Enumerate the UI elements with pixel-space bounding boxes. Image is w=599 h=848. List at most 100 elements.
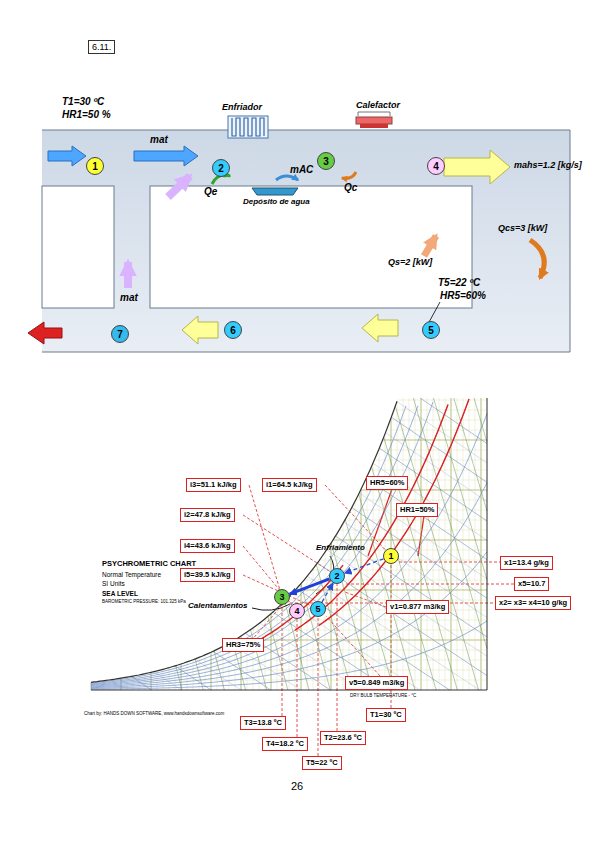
enthalpy-line: [420, 398, 487, 444]
flow-symbol: mat: [120, 292, 138, 303]
value-text: HR5=60%: [370, 478, 404, 487]
state-circle: 6: [224, 321, 242, 339]
water-tray: [252, 188, 298, 195]
leader-line: [326, 616, 380, 676]
volume-line: [359, 494, 415, 690]
chart-grid: [91, 398, 487, 690]
state-circle: 4: [427, 157, 445, 175]
value-box: HR3=75%: [222, 638, 264, 652]
axis-title: DRY BULB TEMPERATURE - °C: [350, 694, 416, 699]
value-text: i3=51.1 kJ/kg: [190, 480, 237, 489]
state-note: T5=22 ºC: [438, 277, 480, 288]
flow-symbol: mat: [150, 134, 168, 145]
rh-curve: [91, 621, 487, 689]
state-number: 6: [230, 325, 236, 336]
rh-curve: [91, 406, 406, 683]
state-circle: 5: [310, 601, 326, 617]
heat-value: Qcs=3 [kW]: [498, 224, 547, 234]
value-box: x2= x3= x4=10 g/kg: [495, 596, 571, 610]
heater-frame: [358, 112, 390, 116]
enthalpy-line: [297, 589, 450, 690]
process-line: [290, 579, 330, 594]
enthalpy-line: [397, 402, 487, 464]
cooler-coil: [232, 118, 264, 136]
value-box: T5=22 ºC: [302, 756, 342, 770]
enthalpy-line: [386, 433, 488, 502]
humidity-line: [161, 670, 488, 671]
dry-bulb-line: [481, 398, 482, 690]
state-circle: 7: [111, 325, 129, 343]
callout-curve: [252, 604, 290, 610]
dry-bulb-line: [403, 398, 404, 690]
humidity-line: [333, 540, 487, 541]
duct-wall: [42, 130, 570, 352]
rh-curve: [91, 399, 469, 686]
state-number: 4: [294, 606, 299, 616]
enthalpy-line: [307, 576, 479, 690]
state-note: HR1=50 %: [62, 109, 111, 120]
saturation-curve: [91, 401, 397, 682]
page-number: 26: [291, 780, 303, 792]
state-number: 5: [315, 604, 320, 614]
humidity-line: [192, 660, 487, 661]
component-name: Depósito de agua: [243, 198, 310, 207]
humidity-line: [356, 500, 487, 501]
chart-note: SEA LEVEL: [102, 590, 138, 597]
value-box: i3=51.1 kJ/kg: [186, 478, 241, 492]
flow-value: mahs=1.2 [kg/s]: [514, 161, 582, 171]
rh-curve: [91, 483, 487, 688]
volume-line: [301, 584, 331, 690]
value-text: T2=23.6 ºC: [324, 733, 362, 742]
state-number: 3: [323, 156, 329, 167]
humidity-line: [250, 630, 487, 631]
value-box: x5=10.7: [514, 577, 549, 591]
component-name: Calefactor: [356, 101, 400, 111]
value-text: 6.11.: [92, 42, 111, 52]
state-number: 1: [388, 551, 393, 561]
cooler-frame: [228, 116, 268, 138]
supply-arrow: [444, 150, 510, 184]
process-name: Enfriamiento: [316, 544, 365, 553]
inlet-arrow: [48, 146, 86, 166]
chart-axis: [91, 690, 487, 691]
enthalpy-line: [195, 659, 241, 690]
value-box: T1=30 ºC: [366, 708, 406, 722]
humidity-line: [295, 590, 487, 591]
value-box: v5=0.849 m3/kg: [345, 676, 408, 690]
dry-bulb-line: [457, 398, 458, 690]
state-circle: 1: [383, 548, 399, 564]
state-number: 3: [279, 592, 284, 602]
value-text: T5=22 ºC: [306, 758, 338, 767]
condensate-arrow: [276, 176, 298, 180]
recirculation-arrow: [124, 262, 132, 288]
heat-arrow: [530, 240, 544, 278]
heat-value: Qs=2 [kW]: [388, 258, 432, 268]
rh-highlight: [295, 405, 448, 631]
problem-number: 6.11.: [88, 40, 115, 54]
chart-credit: Chart by: HANDS DOWN SOFTWARE, www.hands…: [84, 712, 224, 717]
air-duct: [42, 130, 570, 352]
leader-line: [297, 619, 298, 737]
rh-curve: [91, 402, 433, 685]
flow-arrow: [134, 146, 198, 166]
state-number: 4: [433, 161, 439, 172]
humidity-line: [394, 410, 487, 411]
process-line: [345, 559, 384, 573]
enthalpy-line: [359, 493, 487, 579]
rh-curve: [91, 552, 487, 689]
state-circle: 2: [212, 159, 230, 177]
leader-line: [318, 617, 319, 756]
humidity-line: [397, 400, 487, 401]
state-circle: 5: [422, 321, 440, 339]
dry-bulb-line: [475, 398, 476, 690]
state-note: HR5=60%: [440, 290, 486, 301]
humidity-line: [339, 530, 487, 531]
state-circle: 1: [86, 157, 104, 175]
humidity-line: [235, 640, 488, 641]
process-name: Calentamientos: [188, 602, 248, 611]
duct-wall-block: [150, 186, 472, 308]
state-number: 1: [92, 161, 98, 172]
volume-line: [474, 398, 487, 442]
